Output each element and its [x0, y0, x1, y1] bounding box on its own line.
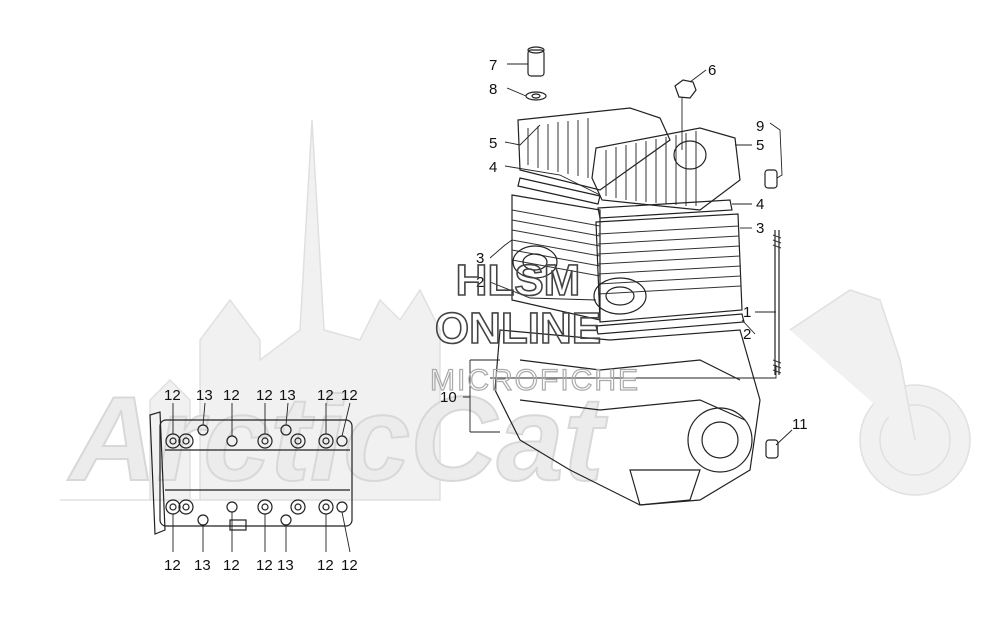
callout-13: 13: [194, 557, 211, 574]
callouts-right: 7 8 6 5 4 9 5 4 3 3 2 1 2 10 11: [440, 57, 808, 433]
callout-2: 2: [476, 274, 484, 291]
callout-12: 12: [341, 387, 358, 404]
callout-12: 12: [223, 387, 240, 404]
callout-12: 12: [223, 557, 240, 574]
callout-12: 12: [256, 387, 273, 404]
callout-5: 5: [756, 137, 764, 154]
watermark-microfiche: MICROFICHE: [430, 364, 640, 397]
callout-12: 12: [317, 557, 334, 574]
callout-3: 3: [756, 220, 764, 237]
callouts-left-bottom: 12 13 12 12 13 12 12: [164, 557, 358, 574]
callout-5: 5: [489, 135, 497, 152]
watermark-hlsm: HLSM: [456, 256, 581, 305]
watermark-online: ONLINE: [435, 304, 601, 353]
leader-lines: [463, 63, 793, 446]
callout-1: 1: [743, 304, 751, 321]
callout-3: 3: [476, 250, 484, 267]
callout-11: 11: [792, 416, 808, 433]
callout-13: 13: [196, 387, 213, 404]
callout-6: 6: [708, 62, 716, 79]
callout-12: 12: [164, 557, 181, 574]
callout-2: 2: [743, 326, 751, 343]
callout-7: 7: [489, 57, 497, 74]
site-watermark: HLSM ONLINE MICROFICHE: [429, 255, 640, 397]
callout-8: 8: [489, 81, 497, 98]
base-plate-view: [149, 402, 353, 553]
callouts-left-top: 12 13 12 12 13 12 12: [164, 387, 358, 404]
callout-12: 12: [317, 387, 334, 404]
callout-13: 13: [277, 557, 294, 574]
callout-12: 12: [256, 557, 273, 574]
callout-12: 12: [341, 557, 358, 574]
callout-4: 4: [756, 196, 764, 213]
callout-4: 4: [489, 159, 497, 176]
callout-12: 12: [164, 387, 181, 404]
callout-13: 13: [279, 387, 296, 404]
callout-10: 10: [440, 389, 457, 406]
callout-9: 9: [756, 118, 764, 135]
engine-assembly: [494, 46, 782, 506]
